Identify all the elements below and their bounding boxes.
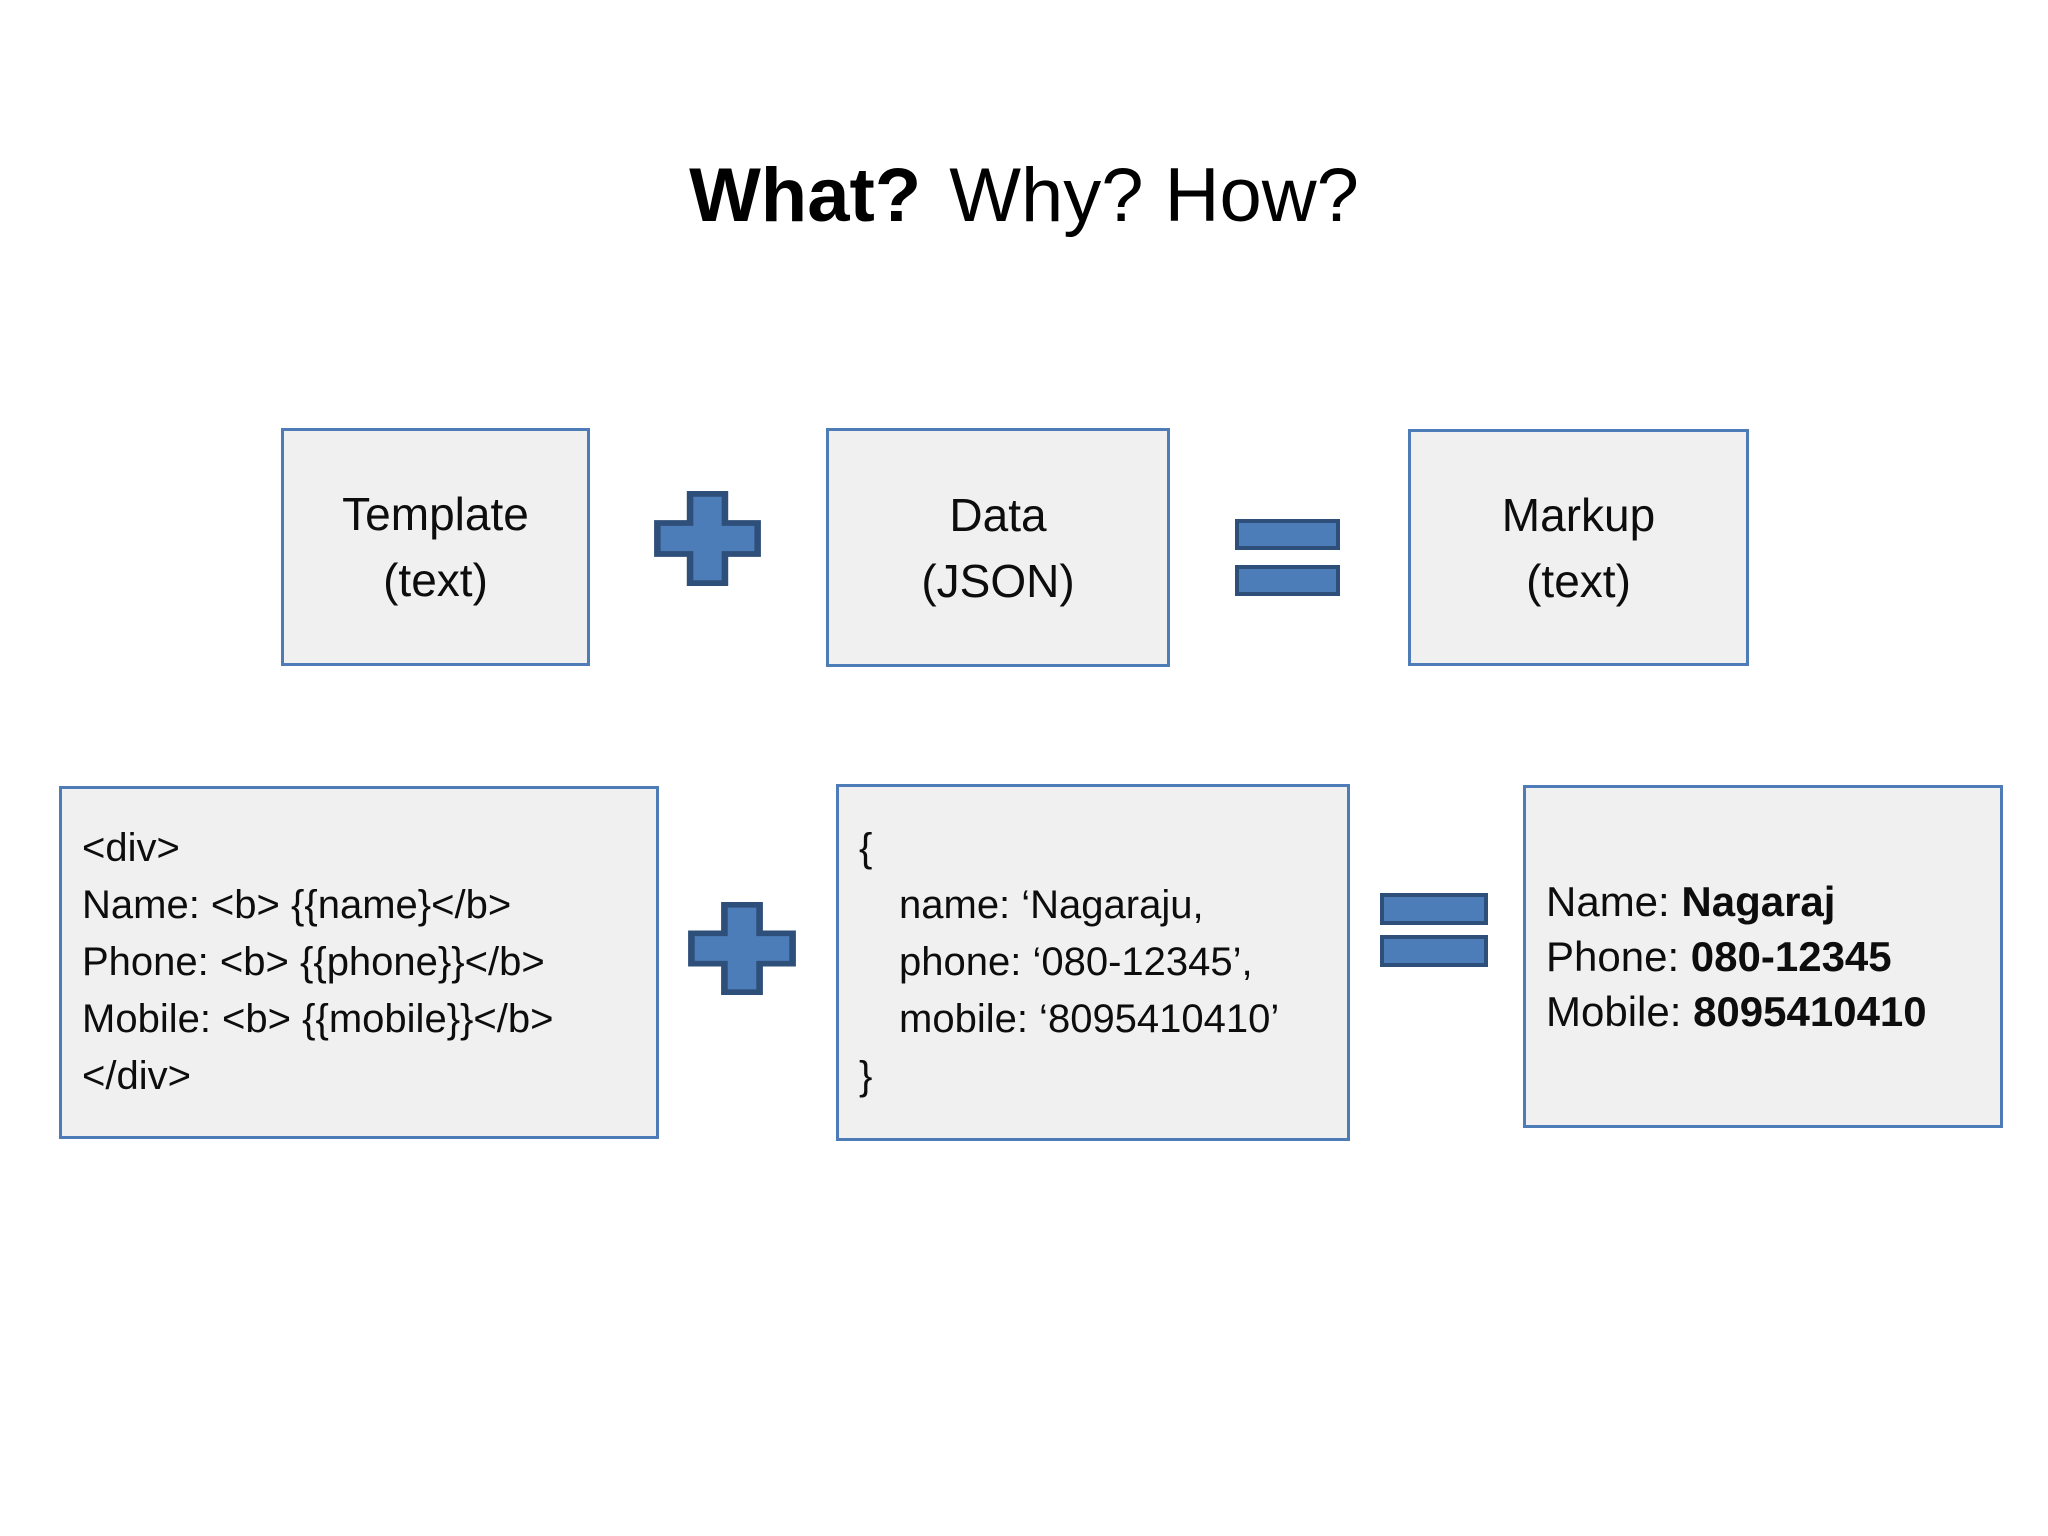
json-line: phone: ‘080-12345’, [899, 940, 1253, 984]
equals-icon [1380, 893, 1488, 967]
template-code-line: Phone: <b> {{phone}}</b> [82, 940, 545, 984]
result-label: Mobile: [1546, 988, 1694, 1035]
template-code-line: <div> [82, 826, 180, 870]
equals-bar-top [1380, 893, 1488, 925]
result-label: Name: [1546, 878, 1682, 925]
result-row: Mobile: 8095410410 [1546, 984, 2000, 1039]
json-line: name: ‘Nagaraju, [899, 883, 1204, 927]
template-code-line: </div> [82, 1054, 191, 1098]
template-code-line: Name: <b> {{name}</b> [82, 883, 512, 927]
template-code-line: Mobile: <b> {{mobile}}</b> [82, 997, 554, 1041]
result-value: 8095410410 [1693, 988, 1927, 1035]
result-value: Nagaraj [1681, 878, 1836, 925]
data-box-line1: Data [949, 488, 1047, 541]
result-label: Phone: [1546, 933, 1691, 980]
data-box-line2: (JSON) [921, 554, 1075, 607]
json-line: mobile: ‘8095410410’ [899, 997, 1280, 1041]
markup-box: Markup (text) [1408, 429, 1749, 666]
equals-icon [1235, 519, 1340, 596]
plus-icon [653, 490, 762, 587]
json-line: } [859, 1054, 873, 1098]
equals-bar-bottom [1235, 565, 1340, 596]
json-data-box: { name: ‘Nagaraju, phone: ‘080-12345’, m… [836, 784, 1350, 1141]
json-line: { [859, 826, 873, 870]
template-box-line2: (text) [383, 554, 488, 606]
result-value: 080-12345 [1690, 933, 1892, 980]
template-box: Template (text) [281, 428, 590, 666]
title-regular-part: Why? How? [949, 153, 1359, 238]
plus-icon [687, 901, 797, 996]
page-title: What? Why? How? [0, 148, 2048, 244]
equals-bar-top [1235, 519, 1340, 550]
rendered-markup-box: Name: Nagaraj Phone: 080-12345 Mobile: 8… [1523, 785, 2003, 1128]
template-box-line1: Template [342, 488, 529, 540]
markup-box-line2: (text) [1526, 554, 1631, 607]
data-box: Data (JSON) [826, 428, 1170, 667]
equals-bar-bottom [1380, 935, 1488, 967]
markup-box-line1: Markup [1501, 488, 1656, 541]
result-row: Name: Nagaraj [1546, 874, 2000, 929]
title-bold-part: What? [689, 153, 922, 238]
template-code-box: <div> Name: <b> {{name}</b> Phone: <b> {… [59, 786, 659, 1139]
result-row: Phone: 080-12345 [1546, 929, 2000, 984]
